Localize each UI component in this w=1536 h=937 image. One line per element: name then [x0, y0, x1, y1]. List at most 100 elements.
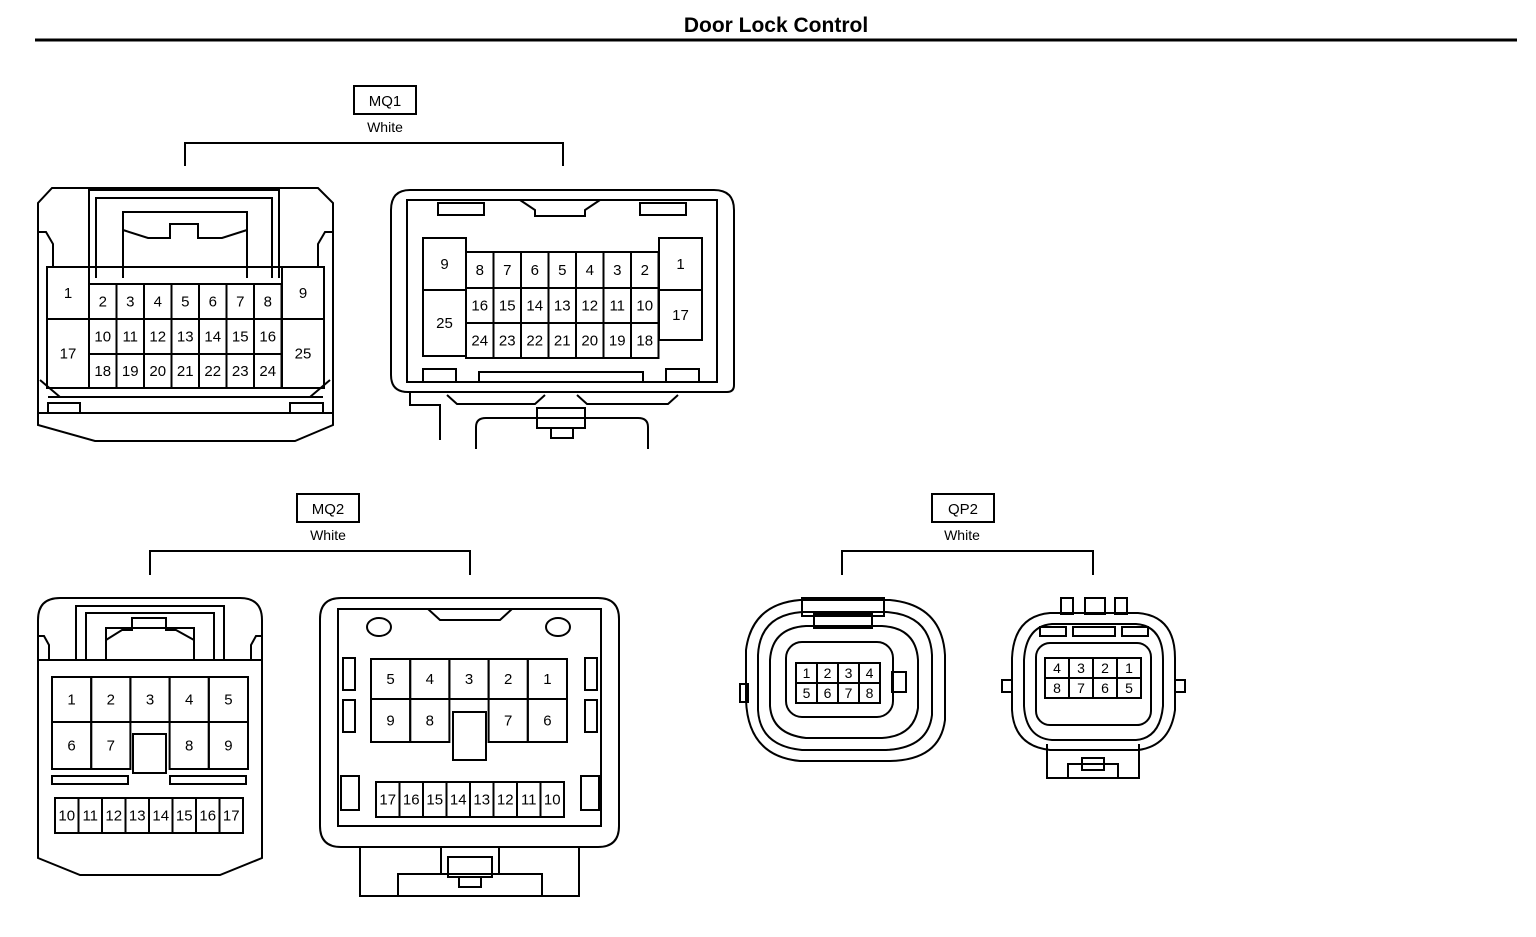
mq1-right-lock [475, 417, 649, 449]
pin-number: 9 [299, 285, 307, 302]
pin-number: 4 [426, 671, 434, 688]
mq2-right-slot-r2 [584, 699, 598, 733]
qp2-right-ear-r [1174, 679, 1186, 693]
mq2-right-skirt [359, 847, 580, 897]
qp2-left-side-tab [891, 671, 907, 693]
page-title: Door Lock Control [684, 14, 868, 37]
pin-number: 1 [64, 285, 72, 302]
pin-number: 1 [676, 256, 684, 273]
qp2-right-tab-r [1114, 597, 1128, 615]
pin-number: 5 [386, 671, 394, 688]
pin-number: 23 [499, 333, 516, 350]
mq1-right-slot-br [665, 368, 700, 383]
mq2-right-slot-l2 [342, 699, 356, 733]
pin-number: 25 [436, 315, 453, 332]
pin-number: 23 [232, 363, 249, 380]
pin-number: 22 [204, 363, 221, 380]
qp2-right-face [1035, 642, 1152, 726]
pin-number: 7 [504, 713, 512, 730]
pin-number: 16 [199, 808, 216, 825]
mq2-left-bar-l [51, 775, 129, 785]
pin-number: 17 [60, 346, 77, 363]
pin-number: 11 [122, 329, 138, 346]
pin-number: 8 [476, 262, 484, 279]
qp2-header: QP2 White [841, 493, 1094, 575]
qp2-left-latch [801, 597, 885, 617]
pin-number: 8 [866, 685, 874, 701]
qp2-right-tab-m [1084, 597, 1106, 615]
mq2-right-hole-r [545, 617, 571, 637]
pin-number: 12 [105, 808, 122, 825]
pin-number: 7 [845, 685, 853, 701]
pin-number: 9 [224, 738, 232, 755]
pin-number: 17 [379, 792, 396, 809]
pin-number: 18 [94, 363, 111, 380]
qp2-right-skirt [1046, 744, 1140, 779]
pin-number: 11 [609, 298, 625, 315]
pin-number: 14 [526, 298, 543, 315]
pin-number: 2 [107, 692, 115, 709]
pin-number: 13 [554, 298, 571, 315]
pin-number: 3 [126, 294, 134, 311]
pin-number: 7 [107, 738, 115, 755]
pin-number: 6 [209, 294, 217, 311]
qp2-left-latch-bar [813, 613, 873, 629]
pin-number: 15 [426, 792, 443, 809]
qp2-left-ear-l [739, 683, 749, 703]
mq2-right-key [427, 608, 513, 621]
qp2-right-lock-tab [1081, 757, 1105, 771]
pin-number: 15 [232, 329, 249, 346]
qp2-left-ring [769, 625, 919, 739]
pin-number: 6 [531, 262, 539, 279]
pin-number: 17 [223, 808, 240, 825]
pin-cavity [218, 797, 244, 834]
pin-number: 6 [67, 738, 75, 755]
mq1-color: White [367, 119, 403, 135]
mq1-left-latch-outer [88, 189, 280, 278]
mq2-left-bar-r [169, 775, 247, 785]
mq1-right-slot-bl [422, 368, 457, 383]
pin-cavity [539, 781, 565, 818]
pin-cavity [253, 353, 283, 389]
mq2-right-lock [397, 873, 543, 896]
qp2-right-slot-m [1072, 626, 1116, 637]
pin-number: 5 [1125, 680, 1133, 696]
mq1-left-latch-hole [122, 211, 248, 278]
mq1-right-skirt-inner2 [576, 394, 679, 405]
mq2-right-lock-pin [458, 876, 482, 888]
mq1-left-latch-key [122, 223, 248, 239]
mq2-right-body [319, 597, 620, 848]
mq2-label: MQ2 [312, 501, 345, 518]
qp2-left-shell [757, 611, 933, 751]
mq1-bracket [184, 142, 564, 166]
pin-number: 4 [586, 262, 594, 279]
mq1-right-slot-l [437, 202, 485, 216]
pin-cavity [409, 698, 451, 743]
mq2-color: White [310, 527, 346, 543]
pin-number: 22 [526, 333, 543, 350]
pin-cavity [526, 698, 568, 743]
pin-number: 6 [1101, 680, 1109, 696]
pin-number: 20 [149, 363, 166, 380]
pin-cavity [90, 721, 132, 770]
pin-number: 16 [259, 329, 276, 346]
mq1-header: MQ1 White [184, 85, 564, 166]
pin-number: 4 [866, 665, 874, 681]
mq2-right-slot-l1 [342, 657, 356, 691]
pin-number: 7 [503, 262, 511, 279]
pin-number: 5 [181, 294, 189, 311]
mq2-left-latch-hole [105, 627, 195, 660]
pin-number: 9 [440, 256, 448, 273]
pin-number: 17 [672, 307, 689, 324]
pin-number: 25 [295, 346, 312, 363]
qp2-right-slot-l [1039, 626, 1067, 637]
pin-number: 1 [803, 665, 811, 681]
